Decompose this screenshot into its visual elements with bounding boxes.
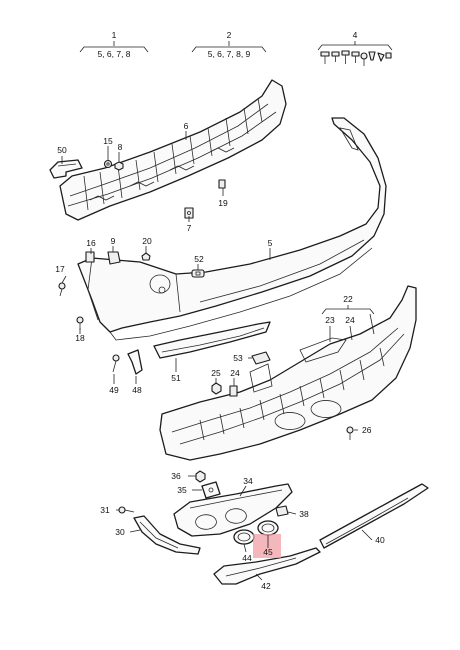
group-2-header: 2 5, 6, 7, 8, 9 bbox=[191, 30, 267, 59]
label-part-7: 7 bbox=[187, 223, 192, 233]
bumper-cover-part-5 bbox=[77, 117, 387, 341]
label-part-9: 9 bbox=[111, 236, 116, 246]
label-part-51: 51 bbox=[171, 373, 181, 383]
label-part-8: 8 bbox=[118, 142, 123, 152]
label-part-24b: 24 bbox=[230, 368, 240, 378]
label-part-6: 6 bbox=[184, 121, 189, 131]
bolt-part-26 bbox=[346, 426, 354, 440]
nut-part-8 bbox=[114, 161, 124, 171]
clip-part-18 bbox=[76, 316, 84, 330]
trim-lower-part-42 bbox=[213, 547, 321, 585]
label-part-44: 44 bbox=[242, 553, 252, 563]
label-part-40: 40 bbox=[375, 535, 385, 545]
bracket-part-50 bbox=[49, 159, 83, 179]
fastener-kit-part-4 bbox=[320, 50, 392, 66]
group-4-header: 4 bbox=[317, 30, 393, 51]
label-part-53: 53 bbox=[233, 353, 243, 363]
label-part-45: 45 bbox=[263, 547, 273, 557]
label-part-24a: 24 bbox=[345, 315, 355, 325]
part-labels: 6 50 15 8 19 7 5 16 9 20 17 52 18 49 48 … bbox=[55, 121, 385, 591]
group-1-header: 1 5, 6, 7, 8 bbox=[79, 30, 149, 59]
label-part-42: 42 bbox=[261, 581, 271, 591]
clip-part-24 bbox=[229, 385, 238, 397]
clip-part-38 bbox=[275, 505, 289, 517]
label-part-30: 30 bbox=[115, 527, 125, 537]
screw-part-49 bbox=[112, 354, 120, 373]
group-22-header: 22 bbox=[321, 294, 375, 315]
clip-part-7 bbox=[184, 207, 194, 219]
impact-absorber-part-6 bbox=[59, 79, 287, 221]
label-part-31: 31 bbox=[100, 505, 110, 515]
label-part-20: 20 bbox=[142, 236, 152, 246]
clip-part-19 bbox=[218, 179, 226, 189]
nut-part-20 bbox=[141, 252, 151, 261]
diffuser-carrier-part-22 bbox=[159, 285, 417, 461]
exhaust-housing-part-34 bbox=[173, 483, 293, 537]
label-part-50: 50 bbox=[57, 145, 67, 155]
group-22-number: 22 bbox=[343, 294, 353, 304]
label-part-52: 52 bbox=[194, 254, 204, 264]
exhaust-tip-part-45 bbox=[257, 520, 279, 536]
trim-strip-part-51 bbox=[153, 321, 271, 359]
screw-part-17 bbox=[58, 282, 66, 297]
label-part-49: 49 bbox=[109, 385, 119, 395]
group-2-number: 2 bbox=[227, 30, 232, 40]
trim-left-part-30 bbox=[133, 515, 201, 555]
leader-lines bbox=[61, 131, 375, 581]
label-part-36: 36 bbox=[171, 471, 181, 481]
group-1-number: 1 bbox=[112, 30, 117, 40]
clip-part-15 bbox=[103, 159, 113, 169]
nut-part-25 bbox=[211, 382, 222, 395]
label-part-16: 16 bbox=[86, 238, 96, 248]
exhaust-tip-part-44 bbox=[233, 529, 255, 545]
label-part-15: 15 bbox=[103, 136, 113, 146]
group-1-subparts: 5, 6, 7, 8 bbox=[97, 49, 130, 59]
label-part-25: 25 bbox=[211, 368, 221, 378]
bracket-part-48 bbox=[127, 349, 143, 375]
selected-part-highlight bbox=[253, 534, 281, 558]
screw-part-31 bbox=[118, 506, 135, 514]
clip-part-53 bbox=[251, 351, 271, 365]
label-part-35: 35 bbox=[177, 485, 187, 495]
clip-part-16 bbox=[85, 251, 95, 263]
clip-part-52 bbox=[191, 269, 205, 278]
nut-part-36 bbox=[195, 470, 206, 483]
bracket-part-9 bbox=[107, 251, 121, 265]
label-part-5: 5 bbox=[268, 238, 273, 248]
trim-strip-part-40 bbox=[319, 483, 429, 549]
label-part-34: 34 bbox=[243, 476, 253, 486]
group-2-subparts: 5, 6, 7, 8, 9 bbox=[208, 49, 251, 59]
label-part-18: 18 bbox=[75, 333, 85, 343]
label-part-17: 17 bbox=[55, 264, 65, 274]
label-part-19: 19 bbox=[218, 198, 228, 208]
group-4-number: 4 bbox=[353, 30, 358, 40]
label-part-48: 48 bbox=[132, 385, 142, 395]
label-part-38: 38 bbox=[299, 509, 309, 519]
label-part-23: 23 bbox=[325, 315, 335, 325]
bracket-part-35 bbox=[201, 481, 221, 499]
label-part-26: 26 bbox=[362, 425, 372, 435]
